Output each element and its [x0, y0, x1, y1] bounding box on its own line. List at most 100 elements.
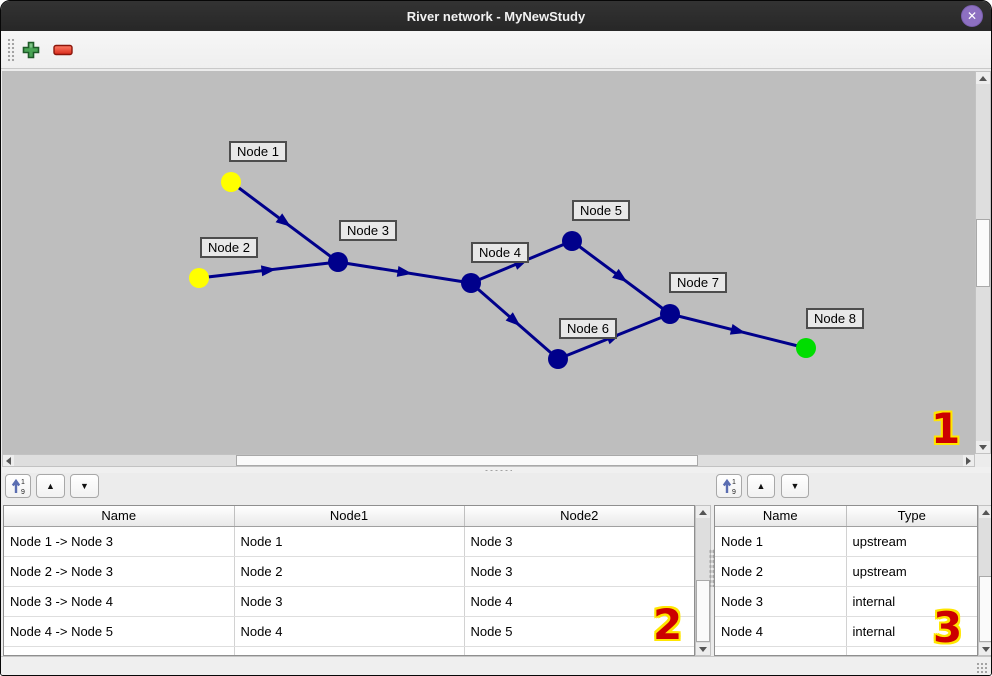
canvas-horizontal-scrollbar[interactable]	[2, 454, 975, 467]
network-canvas[interactable]: Node 1 Node 2 Node 3 Node 4 Node 5 Node 6 Node…	[2, 71, 975, 454]
scroll-down-button[interactable]	[979, 643, 991, 655]
node-label[interactable]: Node 2	[200, 237, 258, 258]
cell-name[interactable]: Node 2 -> Node 3	[4, 556, 235, 587]
table-row[interactable]: Node 3 internal	[715, 586, 977, 617]
cell-node1[interactable]: Node 4	[234, 616, 465, 647]
status-bar	[1, 656, 991, 675]
scrollbar-thumb[interactable]	[976, 219, 990, 287]
table-row[interactable]: Node 4 internal	[715, 616, 977, 647]
cell-name[interactable]: Node 3	[715, 586, 847, 617]
node-label[interactable]: Node 6	[559, 318, 617, 339]
svg-text:9: 9	[21, 489, 25, 495]
canvas-vertical-scrollbar[interactable]	[975, 71, 991, 454]
nodes-sort-button[interactable]: 1 9	[716, 474, 742, 498]
river-node[interactable]	[660, 304, 680, 324]
flow-arrow-icon	[505, 312, 521, 327]
close-button[interactable]: ✕	[961, 5, 983, 27]
flow-arrow-icon	[396, 265, 413, 277]
table-header-row: Name Node1 Node2	[4, 506, 694, 527]
cell-name[interactable]: Node 1 -> Node 3	[4, 526, 235, 557]
up-arrow-icon	[982, 509, 990, 515]
add-button[interactable]	[18, 37, 44, 63]
vertical-splitter[interactable]	[709, 549, 715, 587]
sort-ascending-icon: 1 9	[722, 478, 736, 495]
reaches-table-scrollbar[interactable]	[695, 505, 711, 656]
scroll-down-button[interactable]	[976, 441, 990, 453]
node-label[interactable]: Node 4	[471, 242, 529, 263]
reaches-move-up-button[interactable]: ▲	[36, 474, 65, 498]
cell-node2[interactable]: Node 3	[464, 526, 694, 557]
down-arrow-icon: ▼	[790, 481, 800, 491]
node-label[interactable]: Node 8	[806, 308, 864, 329]
svg-text:1: 1	[21, 479, 25, 486]
column-header-name[interactable]: Name	[4, 506, 235, 527]
reaches-sort-button[interactable]: 1 9	[5, 474, 31, 498]
cell-name[interactable]: Node 2	[715, 556, 847, 587]
scroll-up-button[interactable]	[696, 506, 710, 518]
splitter-grip-icon	[484, 469, 512, 472]
titlebar[interactable]: River network - MyNewStudy ✕	[1, 1, 991, 31]
node-label[interactable]: Node 5	[572, 200, 630, 221]
plus-icon	[22, 41, 40, 59]
river-node[interactable]	[328, 252, 348, 272]
remove-button[interactable]	[50, 37, 76, 63]
scroll-up-button[interactable]	[976, 72, 990, 84]
cell-node1[interactable]: Node 2	[234, 556, 465, 587]
cell-node1[interactable]: Node 3	[234, 586, 465, 617]
cell-type[interactable]: upstream	[846, 526, 977, 557]
node-label[interactable]: Node 1	[229, 141, 287, 162]
table-row[interactable]	[715, 646, 977, 655]
table-row[interactable]: Node 2 upstream	[715, 556, 977, 587]
cell-node2[interactable]: Node 3	[464, 556, 694, 587]
toolbar-drag-handle-icon[interactable]	[7, 38, 15, 62]
node-label[interactable]: Node 7	[669, 272, 727, 293]
nodes-move-up-button[interactable]: ▲	[747, 474, 775, 498]
nodes-move-down-button[interactable]: ▼	[781, 474, 809, 498]
column-header-name[interactable]: Name	[715, 506, 847, 527]
scrollbar-thumb[interactable]	[979, 576, 991, 642]
table-row[interactable]: Node 1 upstream	[715, 526, 977, 557]
scroll-right-button[interactable]	[963, 455, 974, 466]
cell-node1[interactable]: Node 1	[234, 526, 465, 557]
scroll-down-button[interactable]	[696, 643, 710, 655]
node-label[interactable]: Node 3	[339, 220, 397, 241]
column-header-type[interactable]: Type	[846, 506, 977, 527]
river-node[interactable]	[548, 349, 568, 369]
scroll-left-button[interactable]	[3, 455, 14, 466]
cell-type[interactable]: internal	[846, 616, 977, 647]
scrollbar-thumb[interactable]	[236, 455, 698, 466]
resize-grip-icon[interactable]	[976, 662, 987, 673]
cell-name[interactable]: Node 4 -> Node 5	[4, 616, 235, 647]
river-node[interactable]	[796, 338, 816, 358]
table-row[interactable]: Node 3 -> Node 4 Node 3 Node 4	[4, 586, 694, 617]
table-row[interactable]	[4, 646, 694, 655]
scroll-up-button[interactable]	[979, 506, 991, 518]
river-node[interactable]	[189, 268, 209, 288]
river-node[interactable]	[562, 231, 582, 251]
river-node[interactable]	[461, 273, 481, 293]
cell-type[interactable]: upstream	[846, 556, 977, 587]
cell-name[interactable]: Node 4	[715, 616, 847, 647]
scrollbar-thumb[interactable]	[696, 580, 710, 642]
svg-text:1: 1	[732, 479, 736, 486]
cell-name[interactable]: Node 3 -> Node 4	[4, 586, 235, 617]
nodes-table-scrollbar[interactable]	[978, 505, 991, 656]
column-header-node1[interactable]: Node1	[234, 506, 465, 527]
horizontal-splitter[interactable]	[2, 467, 991, 473]
cell-node2[interactable]: Node 4	[464, 586, 694, 617]
cell-name[interactable]: Node 1	[715, 526, 847, 557]
cell-type[interactable]: internal	[846, 586, 977, 617]
up-arrow-icon	[979, 75, 987, 81]
cell-node2[interactable]: Node 5	[464, 616, 694, 647]
table-row[interactable]: Node 4 -> Node 5 Node 4 Node 5	[4, 616, 694, 647]
sort-ascending-icon: 1 9	[11, 478, 25, 495]
river-node[interactable]	[221, 172, 241, 192]
column-header-node2[interactable]: Node2	[464, 506, 694, 527]
nodes-table: Name Type Node 1 upstream Node 2 upstrea…	[714, 505, 978, 656]
table-row[interactable]: Node 1 -> Node 3 Node 1 Node 3	[4, 526, 694, 557]
flow-arrow-icon	[612, 268, 628, 283]
reaches-move-down-button[interactable]: ▼	[70, 474, 99, 498]
window-title: River network - MyNewStudy	[406, 8, 586, 24]
table-row[interactable]: Node 2 -> Node 3 Node 2 Node 3	[4, 556, 694, 587]
